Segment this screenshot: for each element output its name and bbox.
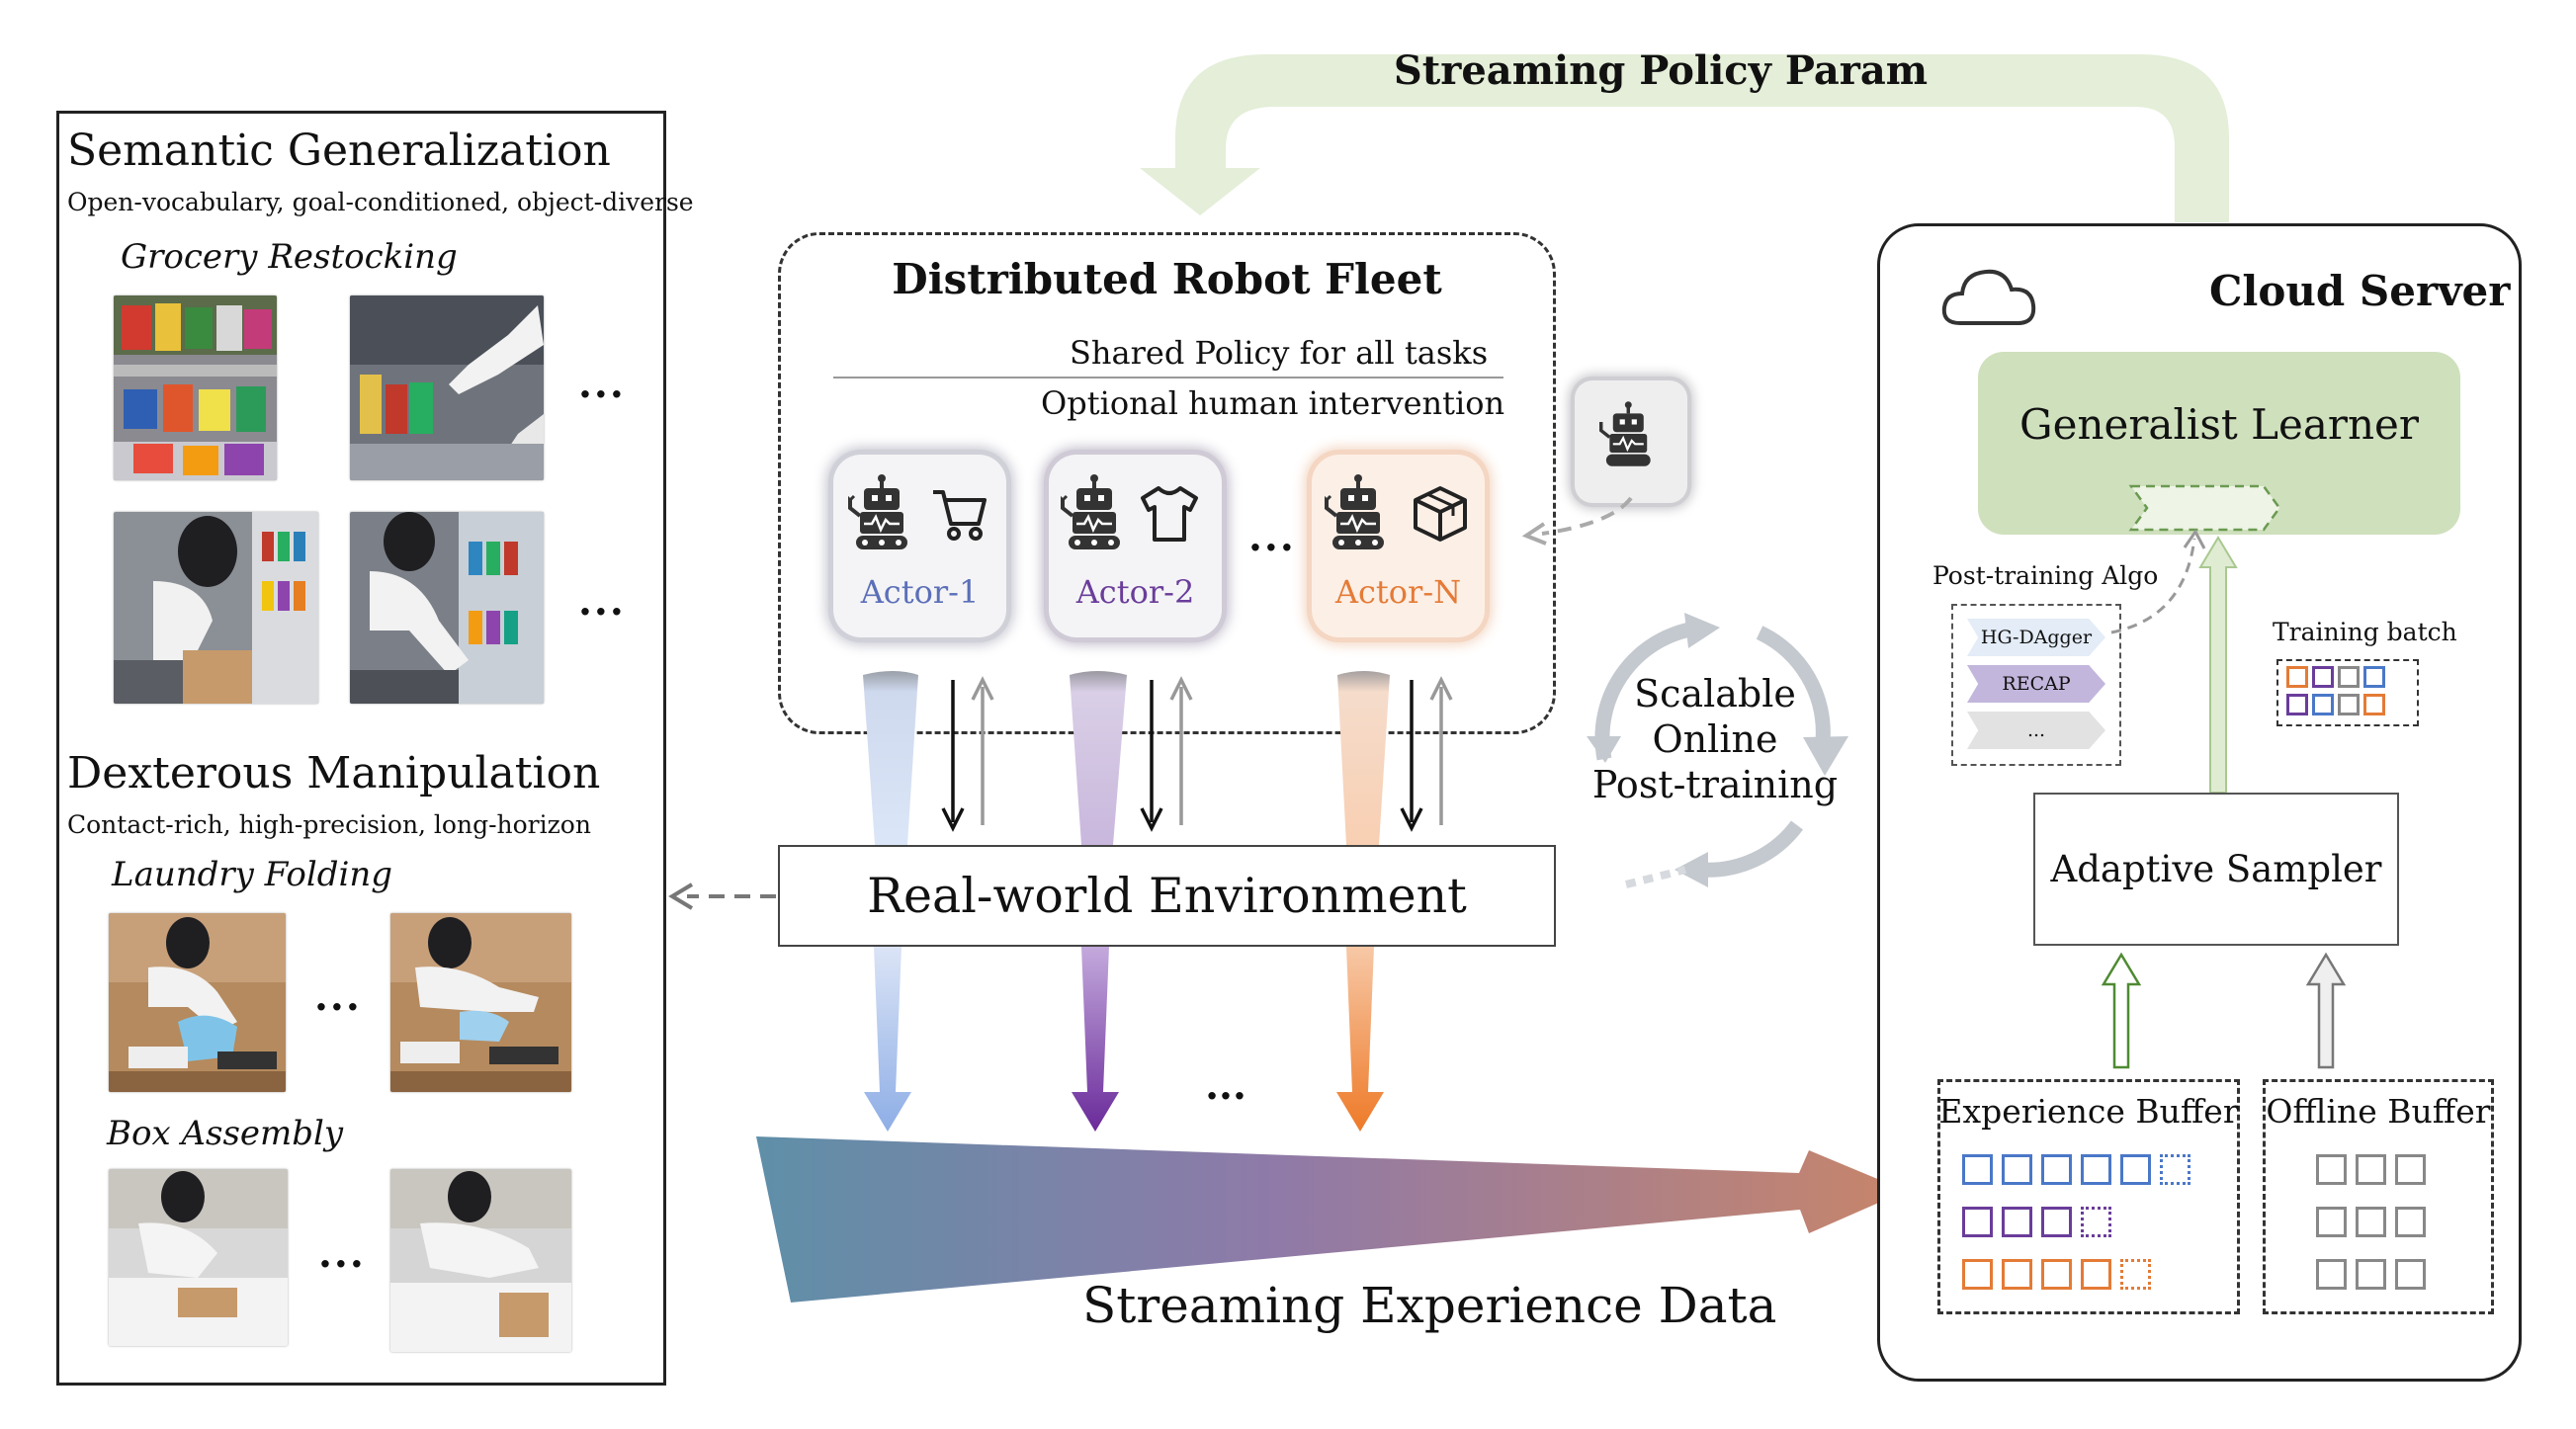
experience-square-purple-pending [2081,1207,2111,1237]
policy-param-label: Streaming Policy Param [1393,47,1929,94]
box-ellipsis: ... [318,1230,366,1277]
experience-square-orange [2002,1259,2032,1290]
robot-icon [1061,474,1120,549]
batch-square [2338,694,2360,715]
box-icon [1414,486,1467,542]
experience-square-blue-pending [2160,1154,2190,1185]
offline-buffer-box [2263,1079,2494,1314]
tshirt-icon [1141,486,1198,542]
laundry-ellipsis: ... [314,973,362,1020]
experience-square-blue [2041,1154,2072,1185]
semantic-generalization-title: Semantic Generalization [67,126,611,176]
dexterous-manipulation-title: Dexterous Manipulation [67,748,601,799]
batch-square [2312,666,2334,688]
experience-square-blue [2120,1154,2151,1185]
fleet-title: Distributed Robot Fleet [892,255,1442,303]
batch-square [2312,694,2334,715]
cycle-line-1: Scalable [1634,672,1796,715]
offline-square [2395,1207,2426,1237]
dexterous-manipulation-subtitle: Contact-rich, high-precision, long-horiz… [67,810,591,839]
offline-square [2356,1154,2386,1185]
offline-square [2356,1207,2386,1237]
actor-2-label: Actor-2 [1075,573,1195,611]
policy-param-arrow [1140,54,2229,222]
adaptive-sampler-box: Adaptive Sampler [2033,793,2399,946]
grocery-ellipsis-1: ... [578,361,626,407]
box-assembly-title: Box Assembly [107,1114,344,1153]
offline-square [2395,1154,2426,1185]
robot-icon [848,474,907,549]
sampler-to-learner-arrow [2198,536,2238,794]
experience-square-blue [1962,1154,1993,1185]
shared-policy-text: Shared Policy for all tasks [1070,334,1489,372]
algo-hg-dagger: HG-DAgger [1967,619,2105,656]
experience-square-blue [2002,1154,2032,1185]
experience-square-orange [1962,1259,1993,1290]
post-training-algo-box [1951,604,2121,766]
batch-square [2338,666,2360,688]
cloud-icon [1941,269,2036,325]
actor-1-label: Actor-1 [860,573,980,611]
stream-ellipsis: ... [1205,1062,1246,1109]
offline-square [2316,1154,2347,1185]
algo-recap: RECAP [1967,665,2105,703]
offline-to-sampler-arrow [2305,952,2347,1069]
box-photo-2 [390,1169,571,1352]
generalist-learner-label: Generalist Learner [2019,400,2419,449]
learner-input-notch [2128,484,2281,532]
actor-n-label: Actor-N [1334,573,1462,611]
experience-square-blue [2081,1154,2111,1185]
human-intervention-text: Optional human intervention [1041,384,1505,422]
fleet-divider [833,377,1503,378]
experience-square-purple [2041,1207,2072,1237]
experience-buffer-box [1937,1079,2240,1314]
cycle-line-3: Post-training [1591,763,1839,806]
offline-square [2316,1259,2347,1290]
experience-square-orange [2041,1259,2072,1290]
cloud-server-title: Cloud Server [2209,267,2511,315]
streaming-experience-label: Streaming Experience Data [1082,1277,1777,1334]
laundry-photo-1 [109,913,286,1092]
batch-square [2363,694,2385,715]
batch-square [2286,666,2308,688]
experience-square-orange-pending [2120,1259,2151,1290]
experience-square-purple [2002,1207,2032,1237]
offline-square [2316,1207,2347,1237]
experience-buffer-label: Experience Buffer [1938,1092,2239,1131]
cycle-line-2: Online [1652,717,1778,761]
robot-fleet-box [778,232,1556,734]
robot-icon [1325,474,1384,549]
algo-to-learner-arrow [2110,529,2206,634]
experience-square-orange [2081,1259,2111,1290]
actor-ellipsis: ... [1248,514,1296,560]
experience-to-sampler-arrow [2101,952,2142,1069]
algo-more: ... [1967,712,2105,749]
training-batch-box [2276,659,2419,726]
experience-square-purple [1962,1207,1993,1237]
grocery-ellipsis-2: ... [578,578,626,625]
post-training-algo-label: Post-training Algo [1932,561,2159,590]
batch-square [2286,694,2308,715]
grocery-photo-2 [350,295,544,480]
grocery-photo-1 [114,295,277,480]
grocery-restocking-title: Grocery Restocking [121,237,458,277]
semantic-generalization-subtitle: Open-vocabulary, goal-conditioned, objec… [67,188,694,216]
grocery-photo-3 [114,512,318,704]
shopping-cart-icon [933,490,987,541]
offline-square [2395,1259,2426,1290]
offline-buffer-label: Offline Buffer [2266,1092,2491,1131]
training-batch-label: Training batch [2273,618,2457,646]
intervention-arrow [1521,496,1633,546]
offline-square [2356,1259,2386,1290]
laundry-folding-title: Laundry Folding [112,855,393,894]
grocery-photo-4 [350,512,544,704]
batch-square [2363,666,2385,688]
robot-icon [1599,401,1651,466]
real-world-environment-box: Real-world Environment [778,845,1556,947]
laundry-photo-2 [390,913,571,1092]
box-photo-1 [109,1169,288,1346]
